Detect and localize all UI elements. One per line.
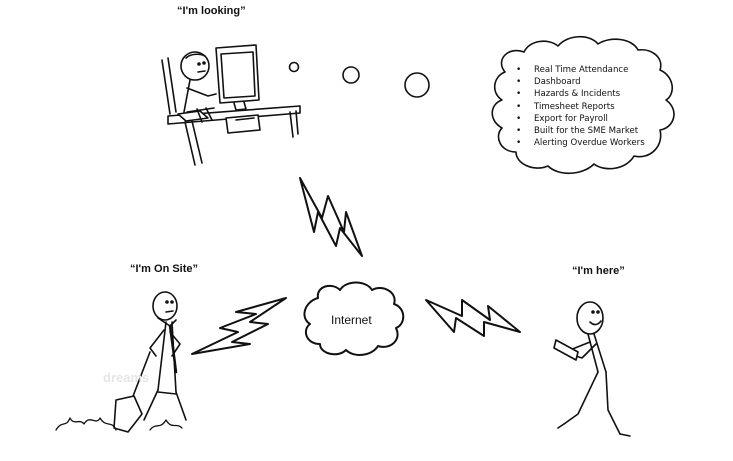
thought-dot-medium: [342, 66, 360, 84]
feature-list: Real Time Attendance Dashboard Hazards &…: [516, 64, 645, 150]
worker-on-site: [55, 291, 187, 433]
caption-looking: “I'm looking”: [177, 5, 246, 17]
feature-item: Dashboard: [516, 76, 645, 88]
signal-bolt-left: [191, 297, 287, 355]
internet-cloud: [303, 281, 405, 356]
signal-bolt-vertical: [299, 177, 363, 257]
thought-dot-small: [288, 61, 300, 73]
feature-item: Hazards & Incidents: [516, 88, 645, 100]
feature-item: Built for the SME Market: [516, 125, 645, 137]
caption-on-site: “I'm On Site”: [130, 263, 199, 275]
feature-item: Timesheet Reports: [516, 101, 645, 113]
watermark: dreams: [103, 370, 150, 385]
desk-scene: [161, 44, 301, 166]
person-with-phone: [553, 301, 631, 437]
feature-item: Export for Payroll: [516, 113, 645, 125]
thought-dot-large: [404, 72, 430, 98]
internet-label: Internet: [331, 313, 372, 327]
signal-bolt-right: [425, 299, 521, 337]
feature-item: Real Time Attendance: [516, 64, 645, 76]
caption-here: “I'm here”: [572, 265, 625, 277]
feature-item: Alerting Overdue Workers: [516, 137, 645, 149]
